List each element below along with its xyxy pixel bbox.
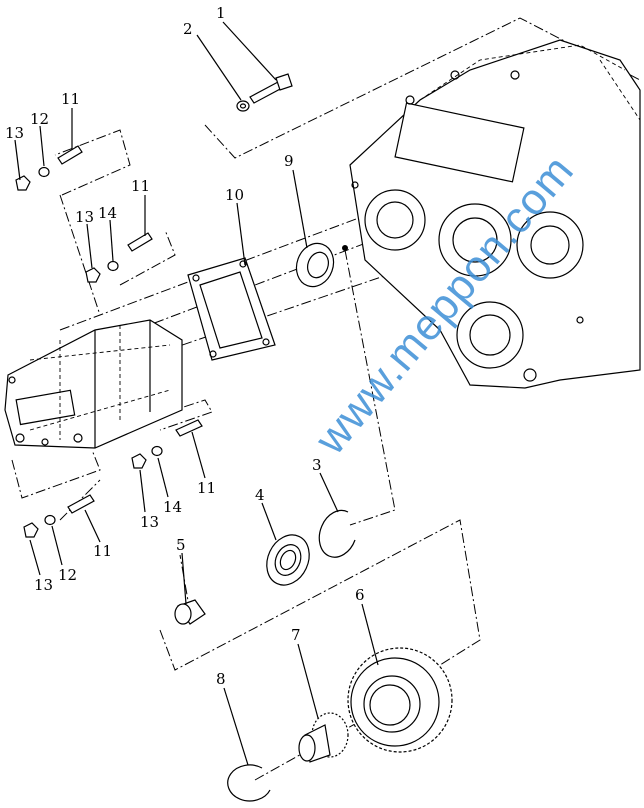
snap-ring-part-3 [318, 509, 356, 558]
stud-group-bottom [23, 494, 95, 538]
callout-3: 3 [312, 456, 322, 474]
gear-part-7 [298, 712, 349, 763]
transmission-housing [349, 39, 641, 389]
callout-4: 4 [255, 486, 265, 504]
bolt-part-1 [249, 73, 293, 104]
seal-part-9 [295, 242, 348, 288]
callout-5: 5 [176, 536, 186, 554]
callout-13-lower: 13 [140, 513, 159, 531]
callout-11-middle: 11 [131, 177, 150, 195]
snap-ring-part-8 [227, 764, 271, 802]
callout-14-lower: 14 [163, 498, 182, 516]
pump-assembly [4, 319, 183, 449]
callout-14-middle: 14 [98, 204, 117, 222]
callout-6: 6 [355, 586, 365, 604]
washer-part-2 [236, 100, 250, 112]
gasket-part-10 [187, 257, 276, 361]
callout-11-bottom: 11 [93, 542, 112, 560]
stud-group-middle [85, 232, 153, 283]
callout-9: 9 [284, 152, 294, 170]
callout-12-bottom: 12 [58, 566, 77, 584]
callout-10: 10 [225, 186, 244, 204]
gear-part-6 [347, 647, 453, 753]
cap-part-5 [174, 599, 206, 625]
callout-8: 8 [216, 670, 226, 688]
callout-13-middle: 13 [75, 208, 94, 226]
callout-1: 1 [216, 4, 226, 22]
stud-group-lower [131, 419, 203, 469]
leader-lines [14, 21, 379, 766]
callout-7: 7 [291, 626, 301, 644]
callout-2: 2 [183, 20, 193, 38]
callout-13-top-left: 13 [5, 124, 24, 142]
callout-labels: 1 2 13 12 11 13 14 11 10 9 13 14 11 13 1… [5, 4, 365, 688]
callout-11-lower: 11 [197, 479, 216, 497]
stud-group-top-left [15, 145, 83, 191]
callout-11-top-left: 11 [61, 90, 80, 108]
bearing-part-4 [266, 534, 310, 586]
callout-12-top-left: 12 [30, 110, 49, 128]
callout-13-bottom: 13 [34, 576, 53, 594]
